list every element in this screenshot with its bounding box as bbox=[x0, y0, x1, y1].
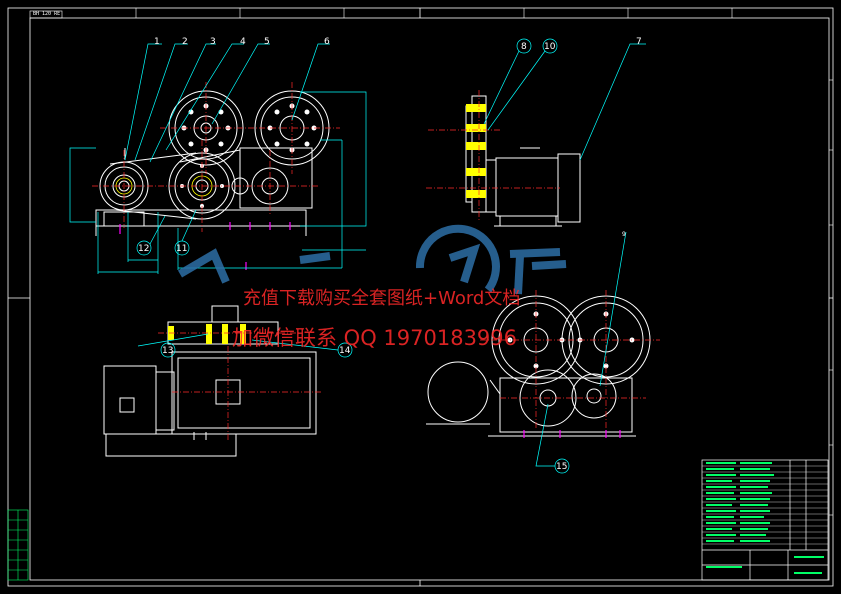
drawing-frame bbox=[7, 7, 834, 587]
side-view-centerlines bbox=[426, 90, 560, 220]
part-label-14: 14 bbox=[339, 346, 351, 356]
side-view-leaders bbox=[483, 38, 646, 161]
side-view-hatch bbox=[466, 104, 486, 198]
border-tag: BH 120 RE bbox=[33, 11, 61, 17]
front-view-magenta bbox=[119, 222, 291, 270]
part-label-1: 1 bbox=[154, 37, 160, 47]
left-revision-strip bbox=[7, 509, 29, 581]
part-labels: 1 2 3 4 5 6 8 10 7 12 11 13 14 15 9 bbox=[138, 37, 642, 472]
watermark-line-2: 加微信联系 QQ 1970183996 bbox=[232, 326, 518, 350]
top-view-centerlines bbox=[158, 332, 322, 440]
title-block-rows bbox=[702, 465, 828, 545]
rear-view-leaders bbox=[535, 231, 627, 474]
top-view bbox=[103, 305, 317, 457]
part-label-3: 3 bbox=[210, 37, 216, 47]
part-label-13: 13 bbox=[162, 346, 173, 356]
part-label-2: 2 bbox=[182, 37, 188, 47]
frame-ticks bbox=[135, 8, 833, 516]
rear-view-centerlines bbox=[480, 290, 660, 430]
front-view-holes bbox=[180, 103, 317, 208]
part-label-6: 6 bbox=[324, 37, 330, 47]
part-label-15: 15 bbox=[556, 462, 567, 472]
watermark-line-1: 充值下载购买全套图纸+Word文档 bbox=[243, 288, 521, 309]
part-label-4: 4 bbox=[240, 37, 246, 47]
side-view bbox=[465, 95, 581, 227]
front-view-centerlines bbox=[92, 82, 340, 232]
part-label-7: 7 bbox=[636, 37, 642, 47]
part-label-12: 12 bbox=[138, 244, 149, 254]
part-label-5: 5 bbox=[264, 37, 270, 47]
part-label-10: 10 bbox=[544, 42, 556, 52]
front-view bbox=[95, 90, 330, 236]
part-label-11: 11 bbox=[176, 244, 187, 254]
top-view-leaders bbox=[137, 333, 353, 358]
part-label-9: 9 bbox=[622, 231, 626, 238]
border-tag-box bbox=[29, 10, 63, 19]
rear-view-magenta bbox=[523, 430, 621, 438]
watermark-logo bbox=[177, 224, 567, 295]
title-block-text-bars bbox=[706, 462, 824, 574]
part-label-8: 8 bbox=[521, 42, 527, 52]
front-view-dimensions bbox=[69, 43, 367, 274]
